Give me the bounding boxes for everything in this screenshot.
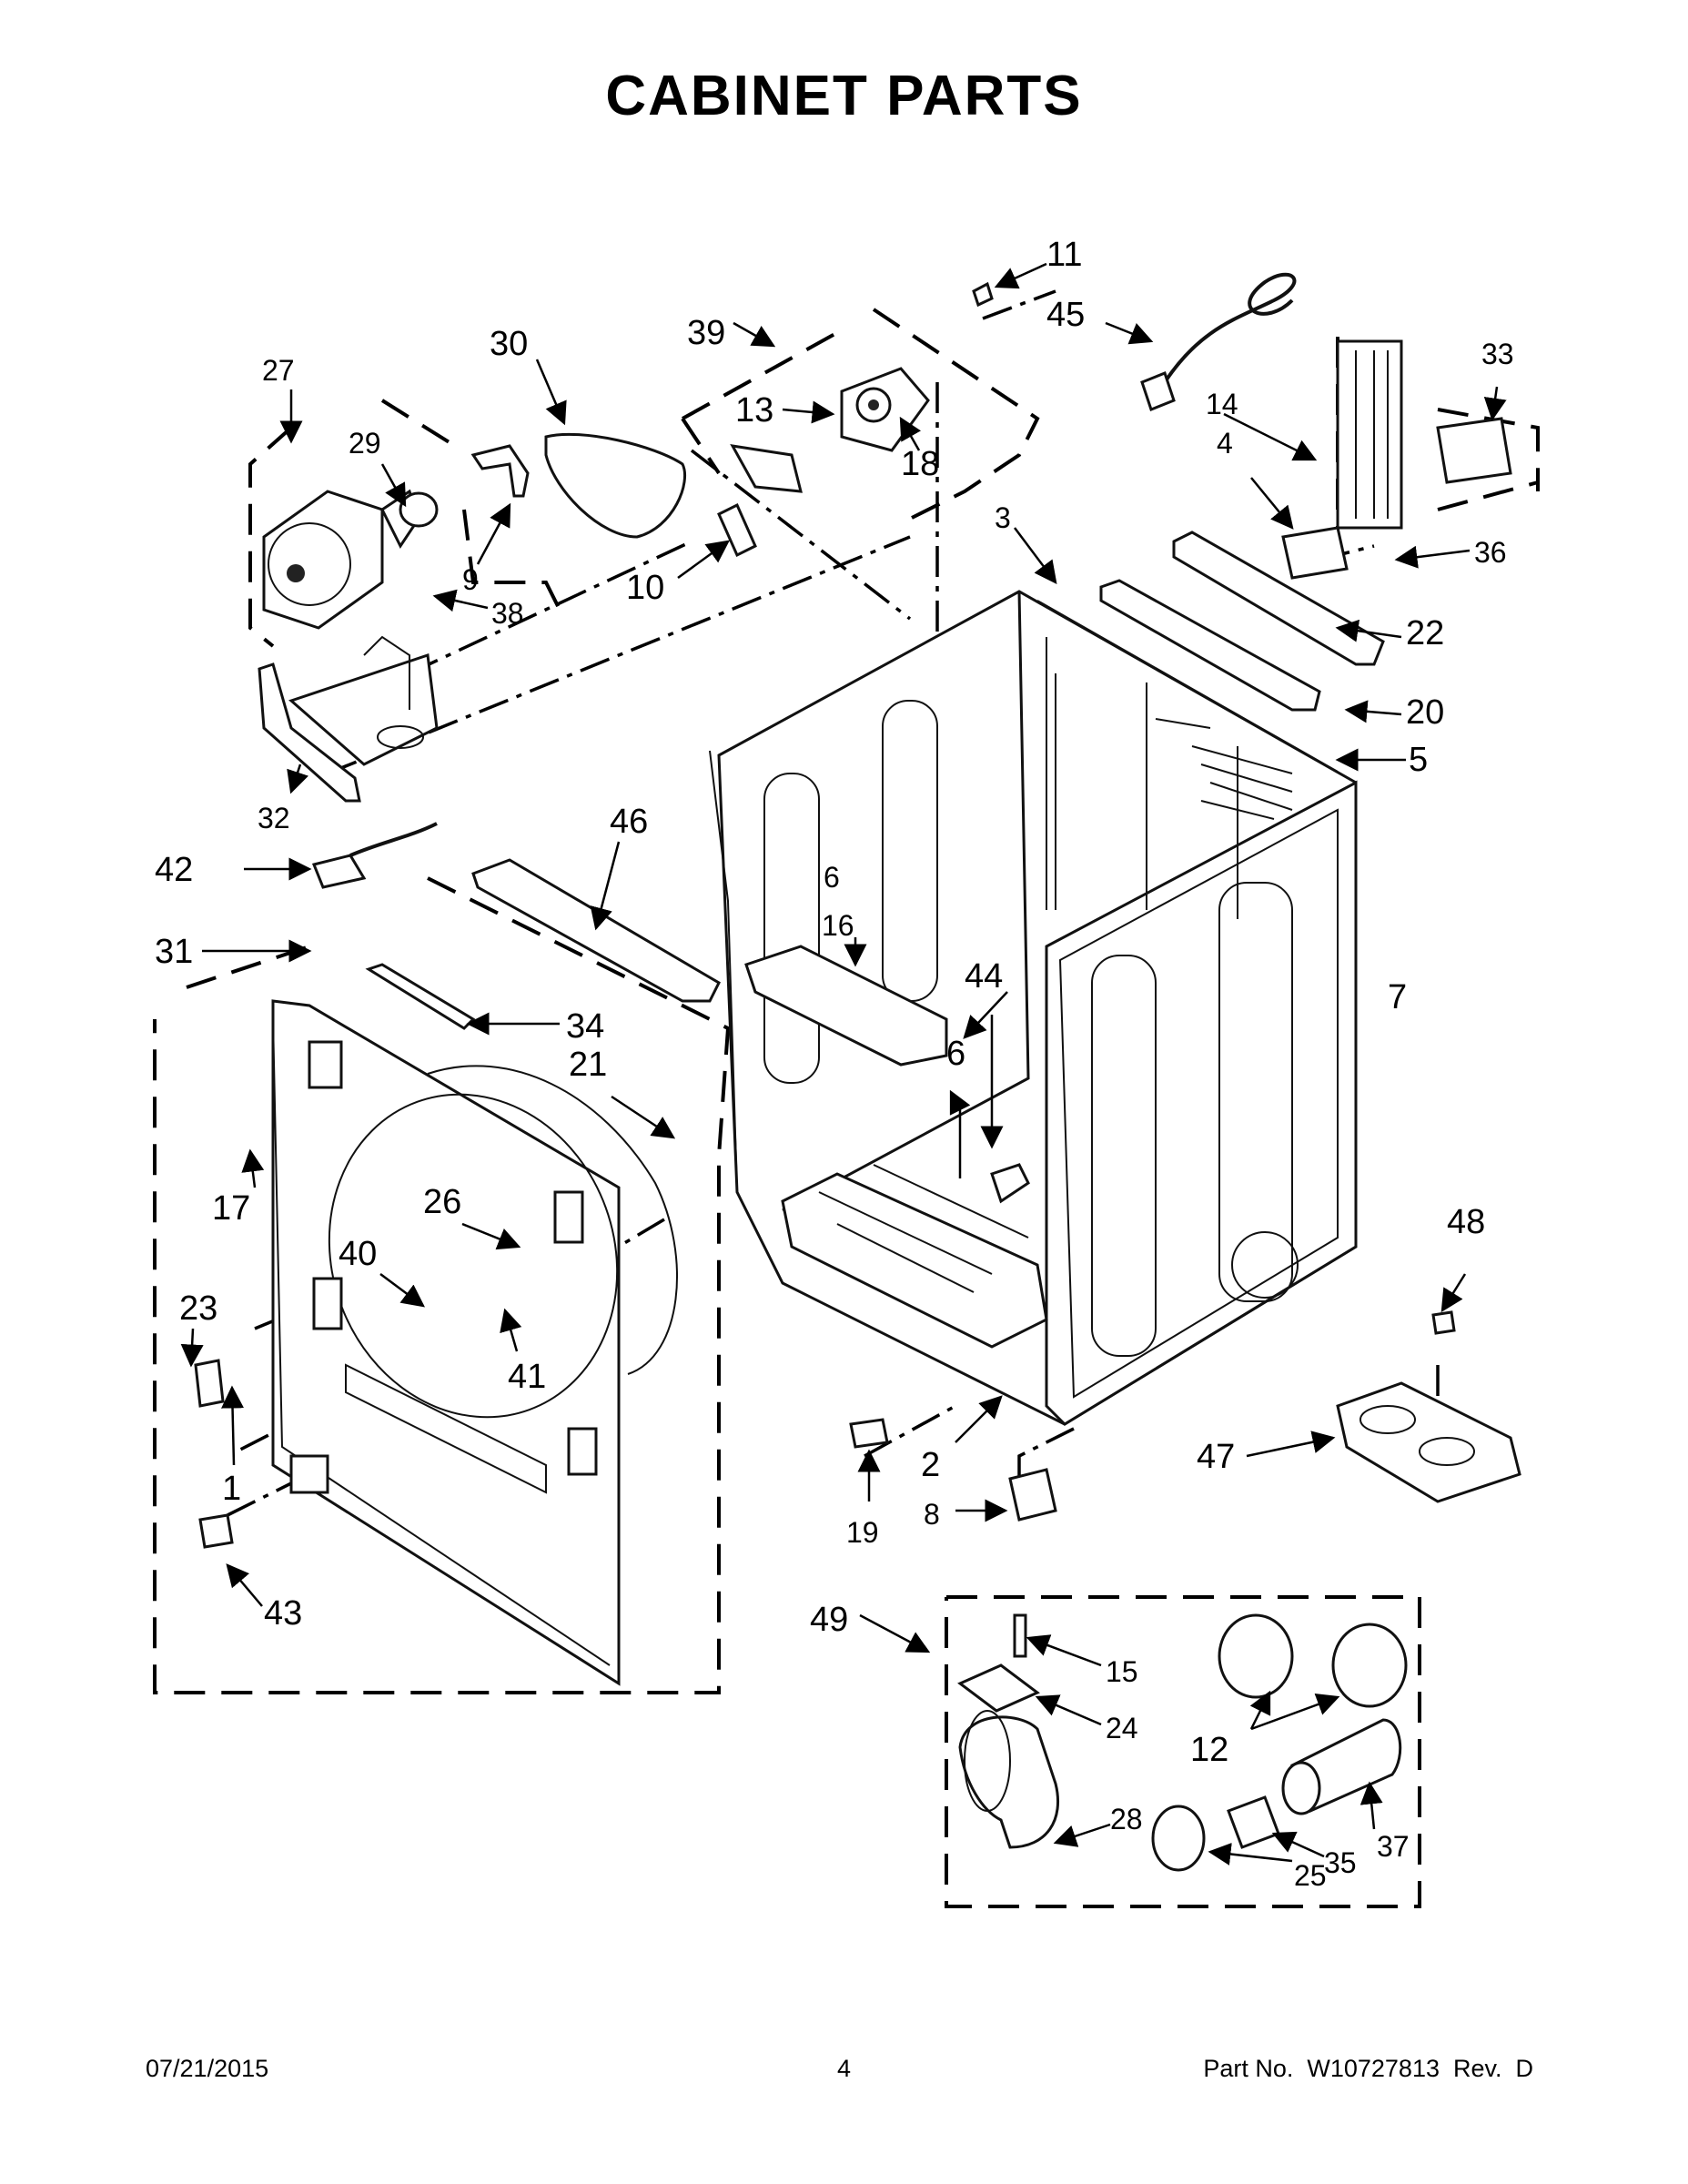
callout-41: 41: [508, 1358, 546, 1396]
callout-37: 37: [1377, 1830, 1410, 1863]
callout-9: 9: [462, 563, 479, 596]
callout-20: 20: [1406, 693, 1444, 732]
callout-42: 42: [155, 851, 193, 889]
callout-23: 23: [179, 1289, 217, 1328]
callout-43: 43: [264, 1594, 302, 1633]
callout-26: 26: [423, 1183, 461, 1221]
callout-5: 5: [1409, 741, 1428, 779]
callout-7: 7: [1388, 978, 1407, 1016]
group-outlines: [153, 308, 1540, 1908]
motor-illustration: [258, 444, 530, 803]
callout-6a: 6: [824, 861, 840, 894]
callout-30: 30: [490, 325, 528, 363]
callout-6b: 6: [946, 1035, 965, 1073]
callout-47: 47: [1197, 1438, 1235, 1476]
front-panel-illustration: [194, 822, 678, 1686]
callout-labels: 11 39 30 45 33 27 13 14 29 4 18 9 10 3 3…: [155, 236, 1514, 1892]
callout-35: 35: [1324, 1846, 1357, 1879]
callout-22: 22: [1406, 614, 1444, 652]
callout-11: 11: [1046, 236, 1082, 274]
callout-34: 34: [566, 1007, 604, 1046]
callout-36: 36: [1474, 536, 1507, 569]
callout-4: 4: [1217, 427, 1233, 460]
callout-40: 40: [339, 1235, 377, 1273]
callout-44: 44: [965, 957, 1003, 996]
callout-45: 45: [1046, 296, 1085, 334]
callout-15: 15: [1106, 1655, 1138, 1688]
callout-38: 38: [491, 597, 524, 630]
power-cord-illustration: [1140, 272, 1512, 580]
callout-28: 28: [1110, 1803, 1143, 1835]
callout-18: 18: [901, 445, 939, 483]
page-title: CABINET PARTS: [605, 65, 1083, 127]
footer-part-number: Part No. W10727813 Rev. D: [1203, 2055, 1533, 2082]
callout-1: 1: [222, 1470, 241, 1508]
callout-24: 24: [1106, 1712, 1138, 1744]
callout-19: 19: [846, 1516, 879, 1549]
callout-48: 48: [1447, 1203, 1485, 1241]
callout-2: 2: [921, 1446, 940, 1484]
bracket-illustration: [471, 531, 1385, 1204]
callout-46: 46: [610, 803, 648, 841]
callout-33: 33: [1481, 338, 1514, 370]
callout-21: 21: [569, 1046, 607, 1084]
callout-13: 13: [735, 391, 773, 430]
footer-page-number: 4: [836, 2055, 852, 2082]
foot-illustration: [849, 1310, 1521, 1522]
callout-17: 17: [212, 1189, 250, 1228]
leader-lines: [180, 262, 1507, 1866]
callout-25: 25: [1294, 1859, 1327, 1892]
callout-14: 14: [1206, 388, 1238, 420]
callout-10: 10: [626, 569, 664, 607]
callout-49: 49: [810, 1601, 848, 1639]
callout-8: 8: [924, 1498, 940, 1531]
callout-16: 16: [822, 909, 854, 942]
callout-12: 12: [1190, 1731, 1228, 1769]
callout-29: 29: [349, 427, 381, 460]
cabinet-illustration: [709, 590, 1358, 1426]
belt-illustration: [544, 281, 994, 558]
duct-kit-illustration: [957, 1613, 1408, 1872]
callout-39: 39: [687, 314, 725, 352]
callout-3: 3: [995, 501, 1011, 534]
footer-date: 07/21/2015: [146, 2055, 269, 2082]
callout-31: 31: [155, 933, 193, 971]
callout-27: 27: [262, 354, 295, 387]
callout-32: 32: [258, 802, 290, 834]
